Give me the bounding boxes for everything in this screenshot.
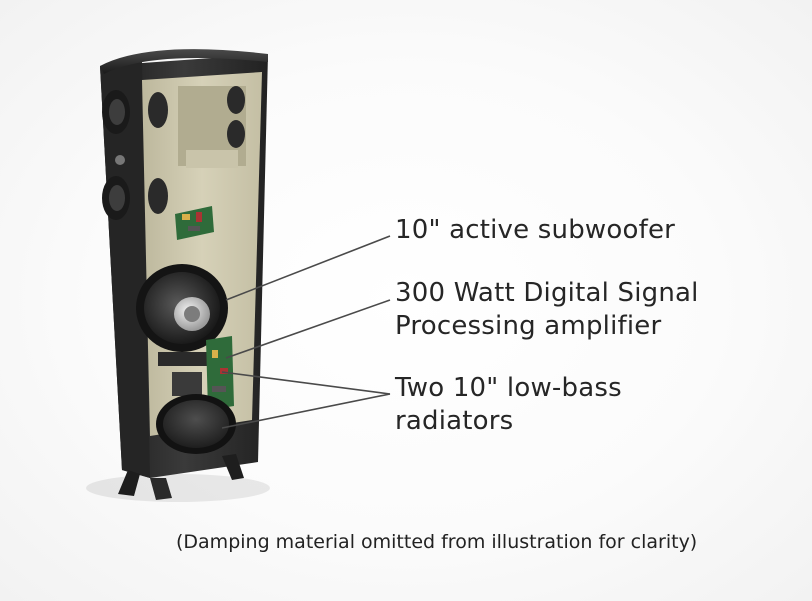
cabinet-top [100,49,268,74]
callout-subwoofer: 10" active subwoofer [395,214,675,247]
crossover-board [175,206,214,240]
leader-line-amplifier [225,299,391,359]
subwoofer-driver [136,264,228,352]
front-drivers [102,90,130,220]
callout-radiators-line2: radiators [395,406,514,436]
upper-compartment [148,86,246,214]
cabinet-feet [118,454,244,500]
callout-radiators: Two 10" low-bass radiators [395,372,622,438]
leader-line-subwoofer [225,235,391,301]
cabinet-side [100,62,150,478]
callout-radiators-line1: Two 10" low-bass [395,373,622,403]
leader-line-radiator-lower [221,393,391,429]
callout-amplifier-line1: 300 Watt Digital Signal [395,278,699,308]
callout-amplifier: 300 Watt Digital Signal Processing ampli… [395,277,699,343]
callout-leader-lines [221,235,391,429]
callout-amplifier-line2: Processing amplifier [395,311,662,341]
callout-subwoofer-line1: 10" active subwoofer [395,215,676,245]
leader-line-radiator-upper [221,371,391,395]
illustration-caption: (Damping material omitted from illustrat… [176,531,698,553]
amplifier-module [158,336,234,410]
low-bass-radiator [156,394,236,454]
